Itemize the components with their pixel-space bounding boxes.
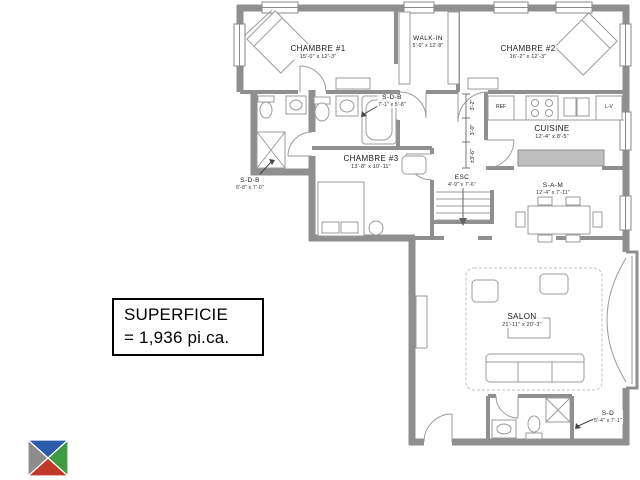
side-table-icon [368,220,384,236]
rug [465,267,603,391]
logo-facet-left [27,438,49,478]
area-title: SUPERFICIE [124,305,229,325]
room-dims: 15'-0" x 12'-3" [299,53,337,60]
sofa-icon [485,353,585,383]
bay-window [626,250,639,390]
dimension-note: ±3'-6" [470,149,476,163]
bed-icon [554,12,618,76]
bed-icon [246,10,310,74]
toilet-icon [313,96,331,122]
room-label-chambre3: CHAMBRE #3 13'-8" x 10'-11" [342,153,400,171]
room-label-chambre1: CHAMBRE #1 15'-0" x 12'-3" [289,43,347,61]
room-label-sdb-left: S-D-B 6'-8" x 7'-0" [235,177,265,191]
dimension-note: 3'-2" [470,99,476,111]
windows [233,1,632,231]
room-label-salon: SALON 21'-11" x 20'-3" [501,311,543,329]
armchair-icon [471,273,569,303]
dimension-ticks [462,93,470,169]
room-label-walkin: WALK-IN 5'-0" x 12'-8" [411,35,445,49]
dresser-icon [335,77,371,90]
room-dims: 5'-0" x 12'-8" [412,42,444,49]
stove-icon [525,95,559,121]
room-dims: 16'-2" x 12'-3" [509,53,547,60]
room-label-cuisine: CUISINE 12'-4" x 8'-5" [533,123,571,141]
room-dims: 4'-9" x 7'-6" [448,181,476,188]
dimension-note: 3'-0" [470,124,476,136]
leader-arrows [259,105,597,429]
room-name: CHAMBRE #3 [343,153,399,163]
room-name: CUISINE [534,123,570,133]
room-dims: 7'-1" x 5'-8" [378,101,406,108]
room-name: S-D-B [382,94,402,102]
room-dims: 6'-8" x 7'-0" [236,184,264,191]
dining-table-icon [515,196,603,243]
room-label-chambre2: CHAMBRE #2 16'-2" x 12'-3" [499,43,557,61]
window-seat [606,257,627,383]
room-label-sd-bottom: S-D 5'-4" x 7'-1" [593,410,623,424]
kitchen-island [517,149,605,167]
room-name: WALK-IN [413,35,443,43]
room-name: S-A-M [542,182,564,190]
sink-icon [491,419,517,439]
area-box: SUPERFICIE = 1,936 pi.ca. [112,298,264,356]
room-label-esc: ESC 4'-9" x 7'-6" [447,174,477,188]
room-dims: 12'-4" x 8'-5" [535,133,569,140]
bathtub-icon [361,95,397,145]
room-dims: 21'-11" x 20'-3" [502,321,542,328]
room-name: CHAMBRE #1 [290,43,346,53]
toilet-icon [257,95,275,119]
room-dims: 5'-4" x 7'-1" [594,417,622,424]
dishwasher-label: L-V [605,104,613,110]
area-value: = 1,936 pi.ca. [124,328,230,347]
brand-logo-icon [26,438,70,478]
room-dims: 13'-8" x 10'-11" [351,163,391,170]
room-name: CHAMBRE #2 [500,43,556,53]
corner-wall-detail [243,9,273,37]
bed-icon [317,181,365,237]
room-name: ESC [454,174,470,182]
closet-shelves [398,11,460,85]
dresser-icon [467,77,499,90]
shower-icon [545,397,571,423]
toilet-icon [525,415,543,440]
room-name: S-D-B [240,177,260,185]
stairs-icon [436,188,490,226]
fridge-label: REF [496,104,506,110]
room-name: SALON [507,311,537,321]
doors [287,65,519,443]
tv-console-icon [415,295,428,349]
kitchen-sink-icon [563,97,590,117]
armchair-icon [401,155,427,175]
room-dims: 12'-4" x 7'-11" [536,189,570,196]
sink-icon [335,95,359,117]
room-name: S-D [601,410,615,418]
room-label-sam: S-A-M 12'-4" x 7'-11" [535,182,571,196]
room-label-sdb-top: S-D-B 7'-1" x 5'-8" [377,94,407,108]
sink-icon [285,95,307,115]
